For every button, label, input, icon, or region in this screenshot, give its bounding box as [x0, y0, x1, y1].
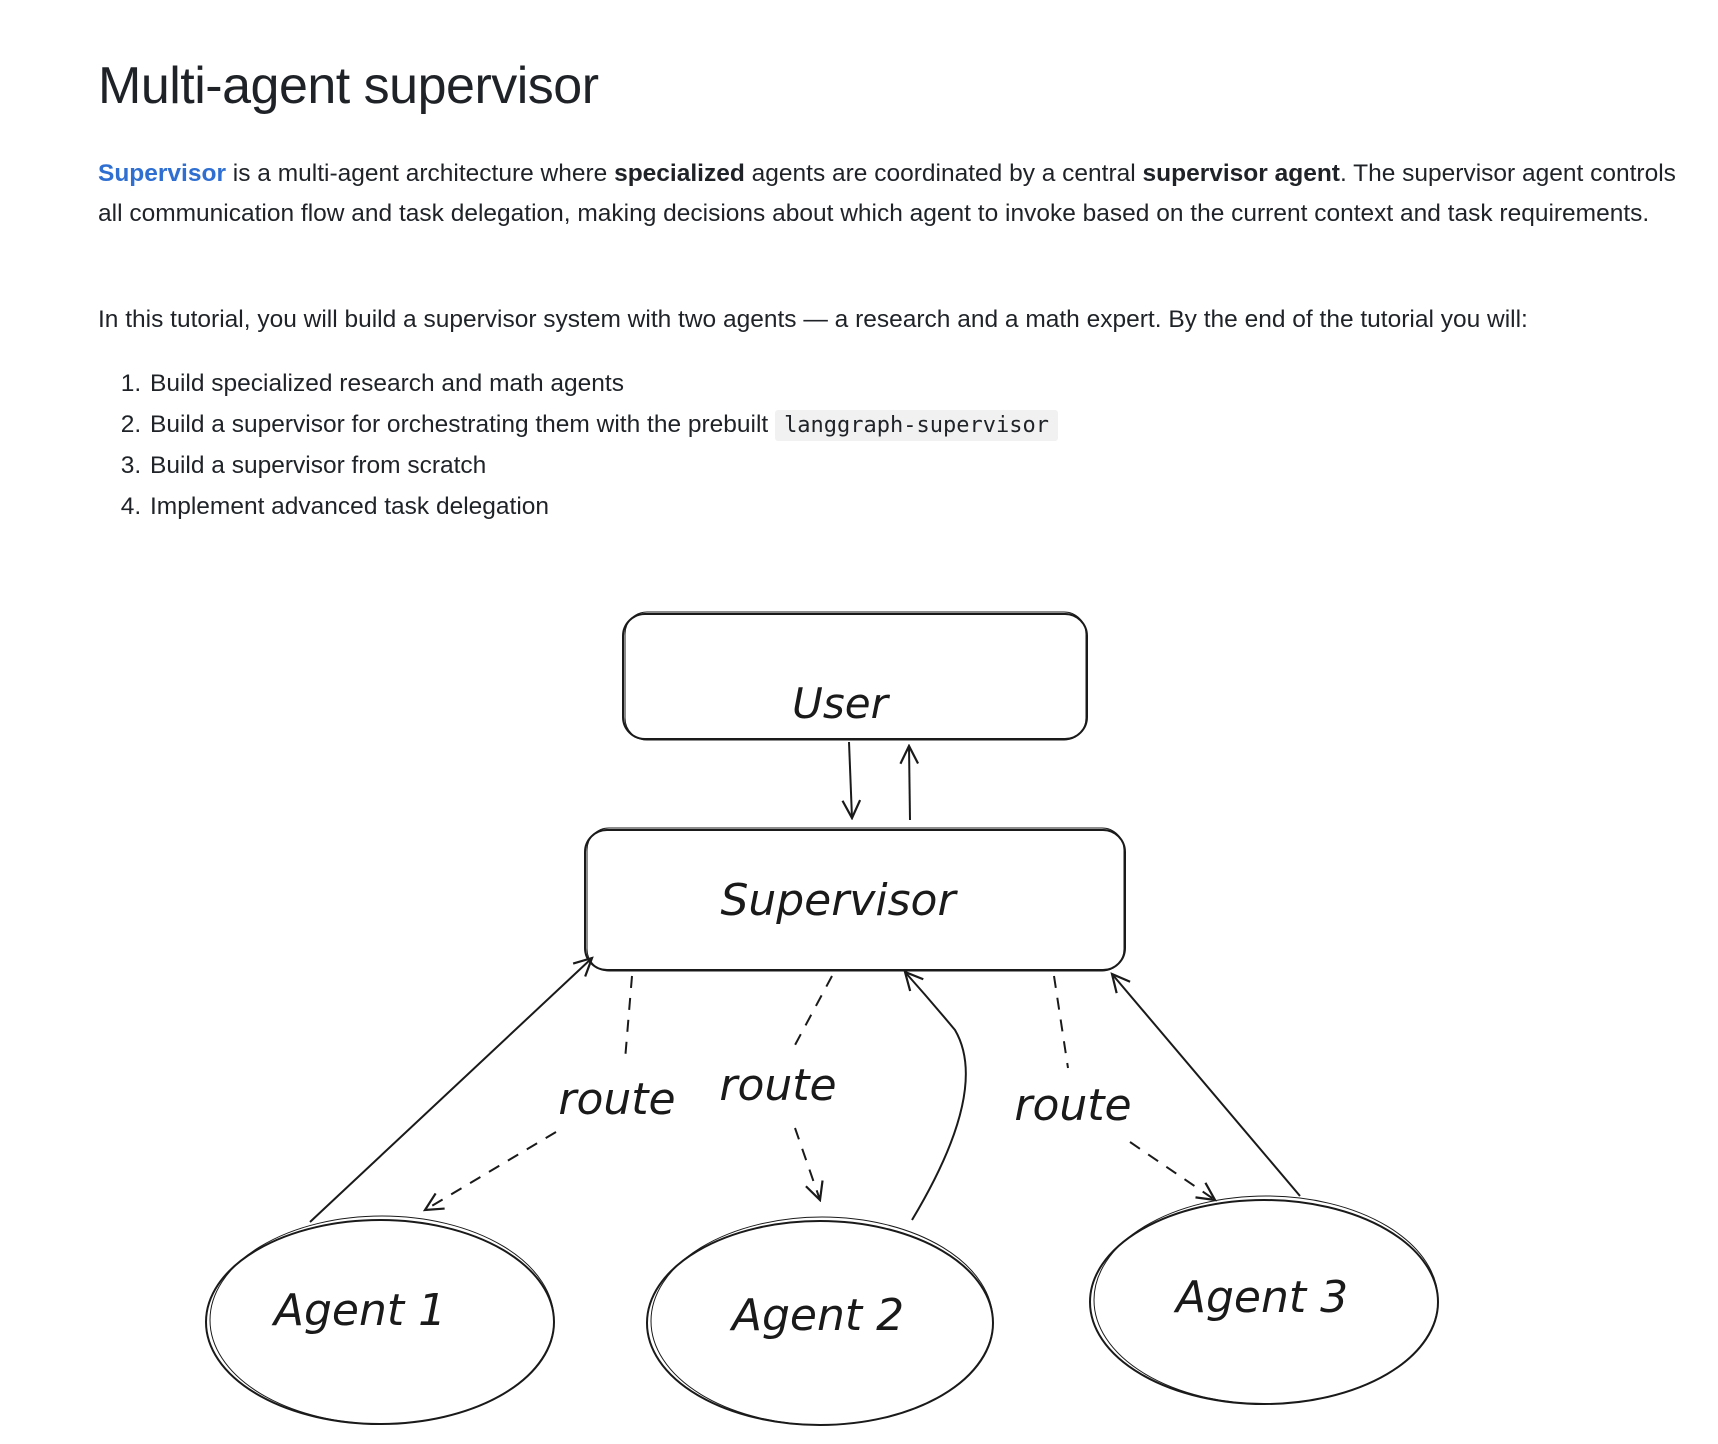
agent-3-return-arrow: [1112, 974, 1301, 1197]
user-label: User: [792, 679, 890, 728]
user-to-supervisor-arrow: [849, 741, 852, 818]
agent-3-label: Agent 3: [1173, 1272, 1348, 1323]
agent-1-return-arrow: [309, 958, 592, 1223]
route-label-3: route: [1014, 1080, 1131, 1131]
list-item: Implement advanced task delegation: [148, 487, 1058, 528]
route-label-2: route: [719, 1060, 836, 1111]
page-title: Multi-agent supervisor: [98, 57, 599, 115]
intro-text-2: agents are coordinated by a central: [744, 160, 1143, 187]
supervisor-label: Supervisor: [720, 875, 958, 926]
route-label-1: route: [558, 1074, 675, 1125]
agent-2-return-arrow: [905, 972, 967, 1221]
supervisor-node: Supervisor: [584, 827, 1126, 972]
route-to-agent-1-top-segment: [624, 975, 633, 1061]
route-to-agent-3-top-segment: [1053, 975, 1069, 1069]
route-to-agent-1-arrow: [425, 1131, 557, 1210]
agent-1-label: Agent 1: [271, 1285, 446, 1336]
agent-3-node: Agent 3: [1089, 1195, 1439, 1405]
agent-2-node: Agent 2: [646, 1216, 994, 1426]
intro-text-3: . The supervisor agent controls all comm…: [98, 160, 1676, 227]
step-text: Build a supervisor from scratch: [150, 452, 487, 479]
step-text: Build specialized research and math agen…: [150, 370, 624, 397]
step-text: Build a supervisor for orchestrating the…: [150, 410, 776, 438]
route-to-agent-3-arrow: [1129, 1141, 1215, 1200]
user-node: User: [622, 611, 1088, 741]
inline-code: langgraph-supervisor: [775, 409, 1058, 441]
intro-text-1: is a multi-agent architecture where: [226, 160, 615, 187]
route-to-agent-2-arrow: [794, 1127, 820, 1200]
step-text: Implement advanced task delegation: [150, 492, 550, 520]
list-item: Build specialized research and math agen…: [148, 364, 1058, 405]
steps-list: Build specialized research and math agen…: [98, 364, 1058, 527]
agent-1-node: Agent 1: [205, 1215, 555, 1425]
list-item: Build a supervisor for orchestrating the…: [148, 405, 1058, 447]
supervisor-link[interactable]: Supervisor: [98, 160, 226, 187]
intro-paragraph: Supervisor is a multi-agent architecture…: [98, 154, 1678, 234]
route-to-agent-2-top-segment: [794, 975, 833, 1046]
list-item: Build a supervisor from scratch: [148, 446, 1058, 487]
agent-2-label: Agent 2: [729, 1290, 904, 1341]
supervisor-to-user-arrow: [909, 746, 910, 821]
tutorial-paragraph: In this tutorial, you will build a super…: [98, 306, 1528, 333]
intro-bold-specialized: specialized: [614, 160, 745, 187]
intro-bold-supervisor-agent: supervisor agent: [1142, 160, 1340, 187]
